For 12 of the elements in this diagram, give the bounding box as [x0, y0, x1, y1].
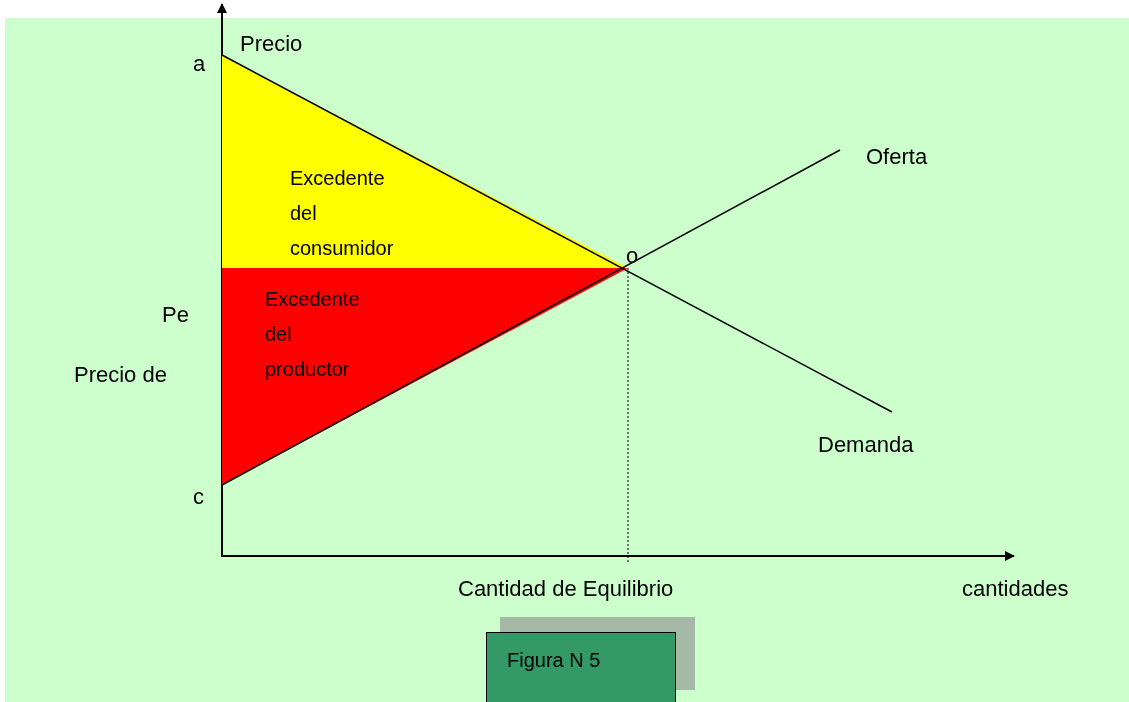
- price-label: Precio de: [74, 364, 167, 386]
- area-label: Excedente del consumidor: [290, 166, 394, 261]
- figure-caption: Figura N 5: [486, 632, 676, 702]
- curve-label: Oferta: [866, 146, 928, 168]
- point-label: a: [193, 53, 206, 75]
- quantity-label: Cantidad de Equilibrio: [458, 578, 674, 600]
- area-label: Excedente del productor: [265, 287, 360, 382]
- curve-label: Demanda: [818, 434, 914, 456]
- axis-title: Precio: [240, 33, 303, 55]
- point-label: c: [193, 486, 204, 508]
- price-label: Pe: [162, 304, 189, 326]
- axis-title: cantidades: [962, 578, 1069, 600]
